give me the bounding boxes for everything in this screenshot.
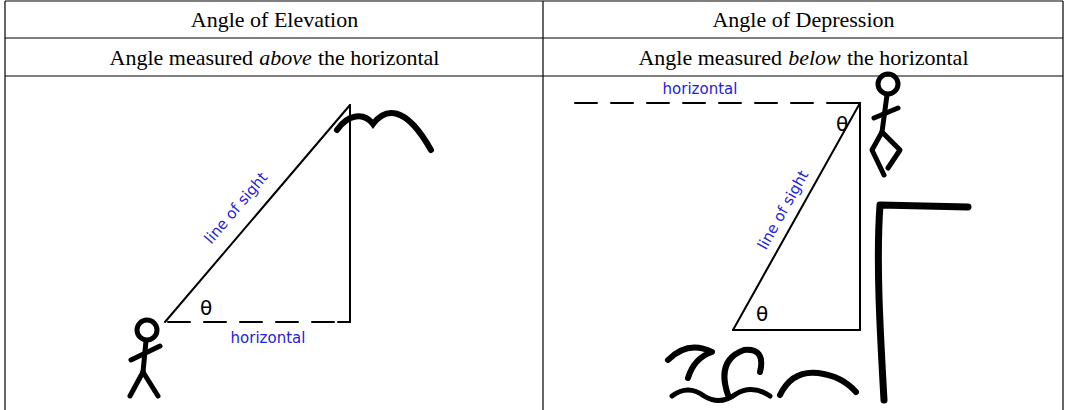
table-header: Angle of Depression [544,2,1063,38]
definition-text: the horizontal [847,45,969,71]
line-of-sight-label: line of sight [201,169,272,248]
elevation-figure [130,105,431,396]
angle-symbol: θ [836,112,848,136]
column-header: Angle of Depression [712,7,894,33]
definition-text: Angle measured [110,45,254,71]
definition-text: below [788,45,841,71]
definition-text: the horizontal [318,45,440,71]
angle-symbol: θ [756,302,768,326]
definition-text: above [259,45,312,71]
column-header: Angle of Elevation [191,7,358,33]
depression-figure [575,74,968,401]
angle-symbol: θ [200,296,212,320]
horizontal-label: horizontal [231,329,306,347]
table-grid [5,1,1063,410]
table-header: Angle of Elevation [6,2,543,38]
horizontal-label: horizontal [663,80,738,98]
definition-text: Angle measured [638,45,782,71]
table-cell: Angle measuredabovethe horizontal [6,39,543,76]
table-cell: Angle measuredbelowthe horizontal [544,39,1063,76]
